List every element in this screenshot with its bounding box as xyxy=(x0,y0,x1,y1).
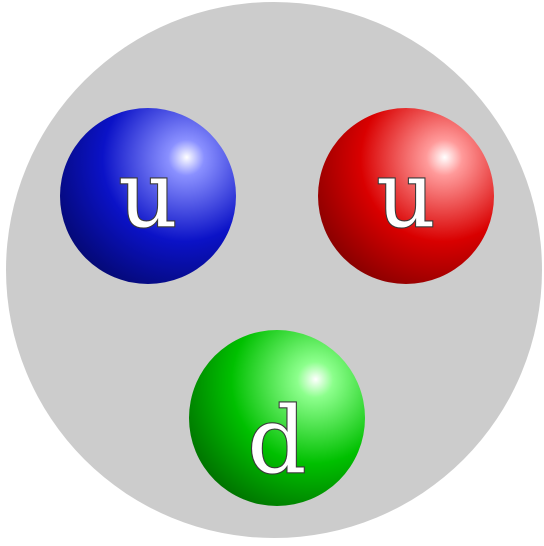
quark-blue-up: u xyxy=(60,108,236,284)
quark-label-blue: u xyxy=(118,141,177,248)
quark-label-red: u xyxy=(376,141,435,248)
quark-green-down: d xyxy=(189,330,365,506)
quark-label-green: d xyxy=(248,387,307,494)
quark-red-up: u xyxy=(318,108,494,284)
